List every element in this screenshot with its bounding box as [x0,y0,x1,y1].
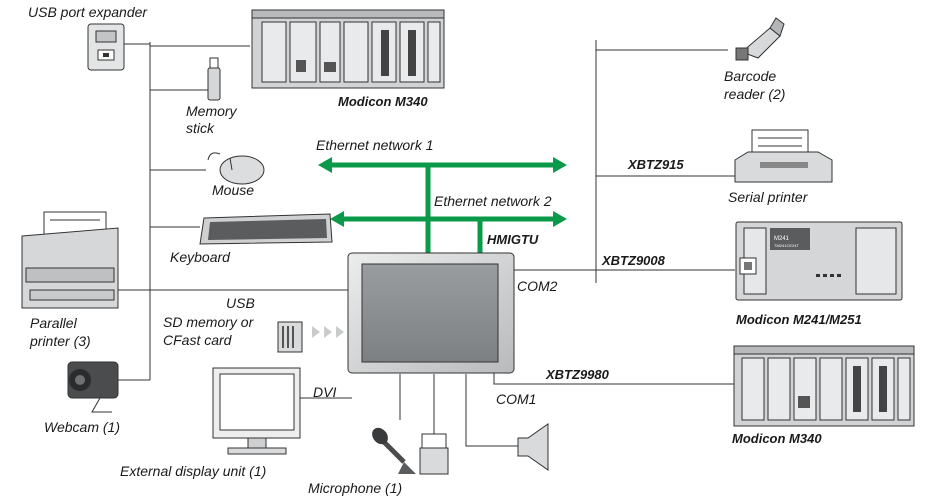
label-serial-printer: Serial printer [728,189,809,205]
m241-model-text: TM241CE24T [774,243,799,248]
parallel-printer-icon [21,211,119,309]
plc-rack-icon [733,345,915,427]
label-ethernet-2: Ethernet network 2 [434,193,552,209]
sd-card-icon [277,321,344,353]
label-usb-port-expander: USB port expander [28,4,148,20]
label-com2: COM2 [517,278,558,294]
label-ethernet-1: Ethernet network 1 [316,137,434,153]
serial-printer-icon [734,129,833,183]
label-parallel-2: printer (3) [29,333,91,349]
label-xbtz9008: XBTZ9008 [601,253,666,268]
label-barcode-2: reader (2) [724,86,785,102]
labels: USB port expander Modicon M340 Memory st… [28,4,862,496]
display-icon [212,367,301,455]
label-barcode-1: Barcode [724,68,776,84]
m241-module-text: M241 [774,236,790,242]
label-com1: COM1 [496,391,536,407]
label-external-display: External display unit (1) [120,463,266,479]
barcode-reader-icon [735,17,785,61]
label-xbtz9980: XBTZ9980 [545,367,610,382]
label-dvi: DVI [313,384,336,400]
label-hmigtu: HMIGTU [487,232,539,247]
label-mouse: Mouse [212,182,254,198]
speaker-icon [419,423,549,475]
label-microphone: Microphone (1) [308,480,402,496]
label-memory-stick-2: stick [186,120,215,136]
plc-rack-icon [251,9,445,89]
label-modicon-m241: Modicon M241/M251 [736,312,862,327]
mouse-icon [207,152,265,185]
label-parallel-1: Parallel [30,315,78,331]
label-xbtz915: XBTZ915 [627,157,684,172]
hmi-panel-icon [347,252,515,374]
label-webcam: Webcam (1) [44,419,120,435]
label-sd-1: SD memory or [163,314,255,330]
webcam-icon [67,361,119,413]
label-sd-2: CFast card [163,332,233,348]
keyboard-icon [199,213,333,245]
label-modicon-m340-bottom: Modicon M340 [732,431,822,446]
label-usb: USB [226,295,255,311]
label-keyboard: Keyboard [170,249,231,265]
memory-stick-icon [207,57,221,101]
label-modicon-m340-top: Modicon M340 [338,94,428,109]
plc-compact-icon: M241 TM241CE24T [735,221,903,301]
wires [118,40,735,447]
label-memory-stick-1: Memory [186,103,238,119]
microphone-icon [372,427,416,474]
usb-expander-icon [87,23,125,71]
